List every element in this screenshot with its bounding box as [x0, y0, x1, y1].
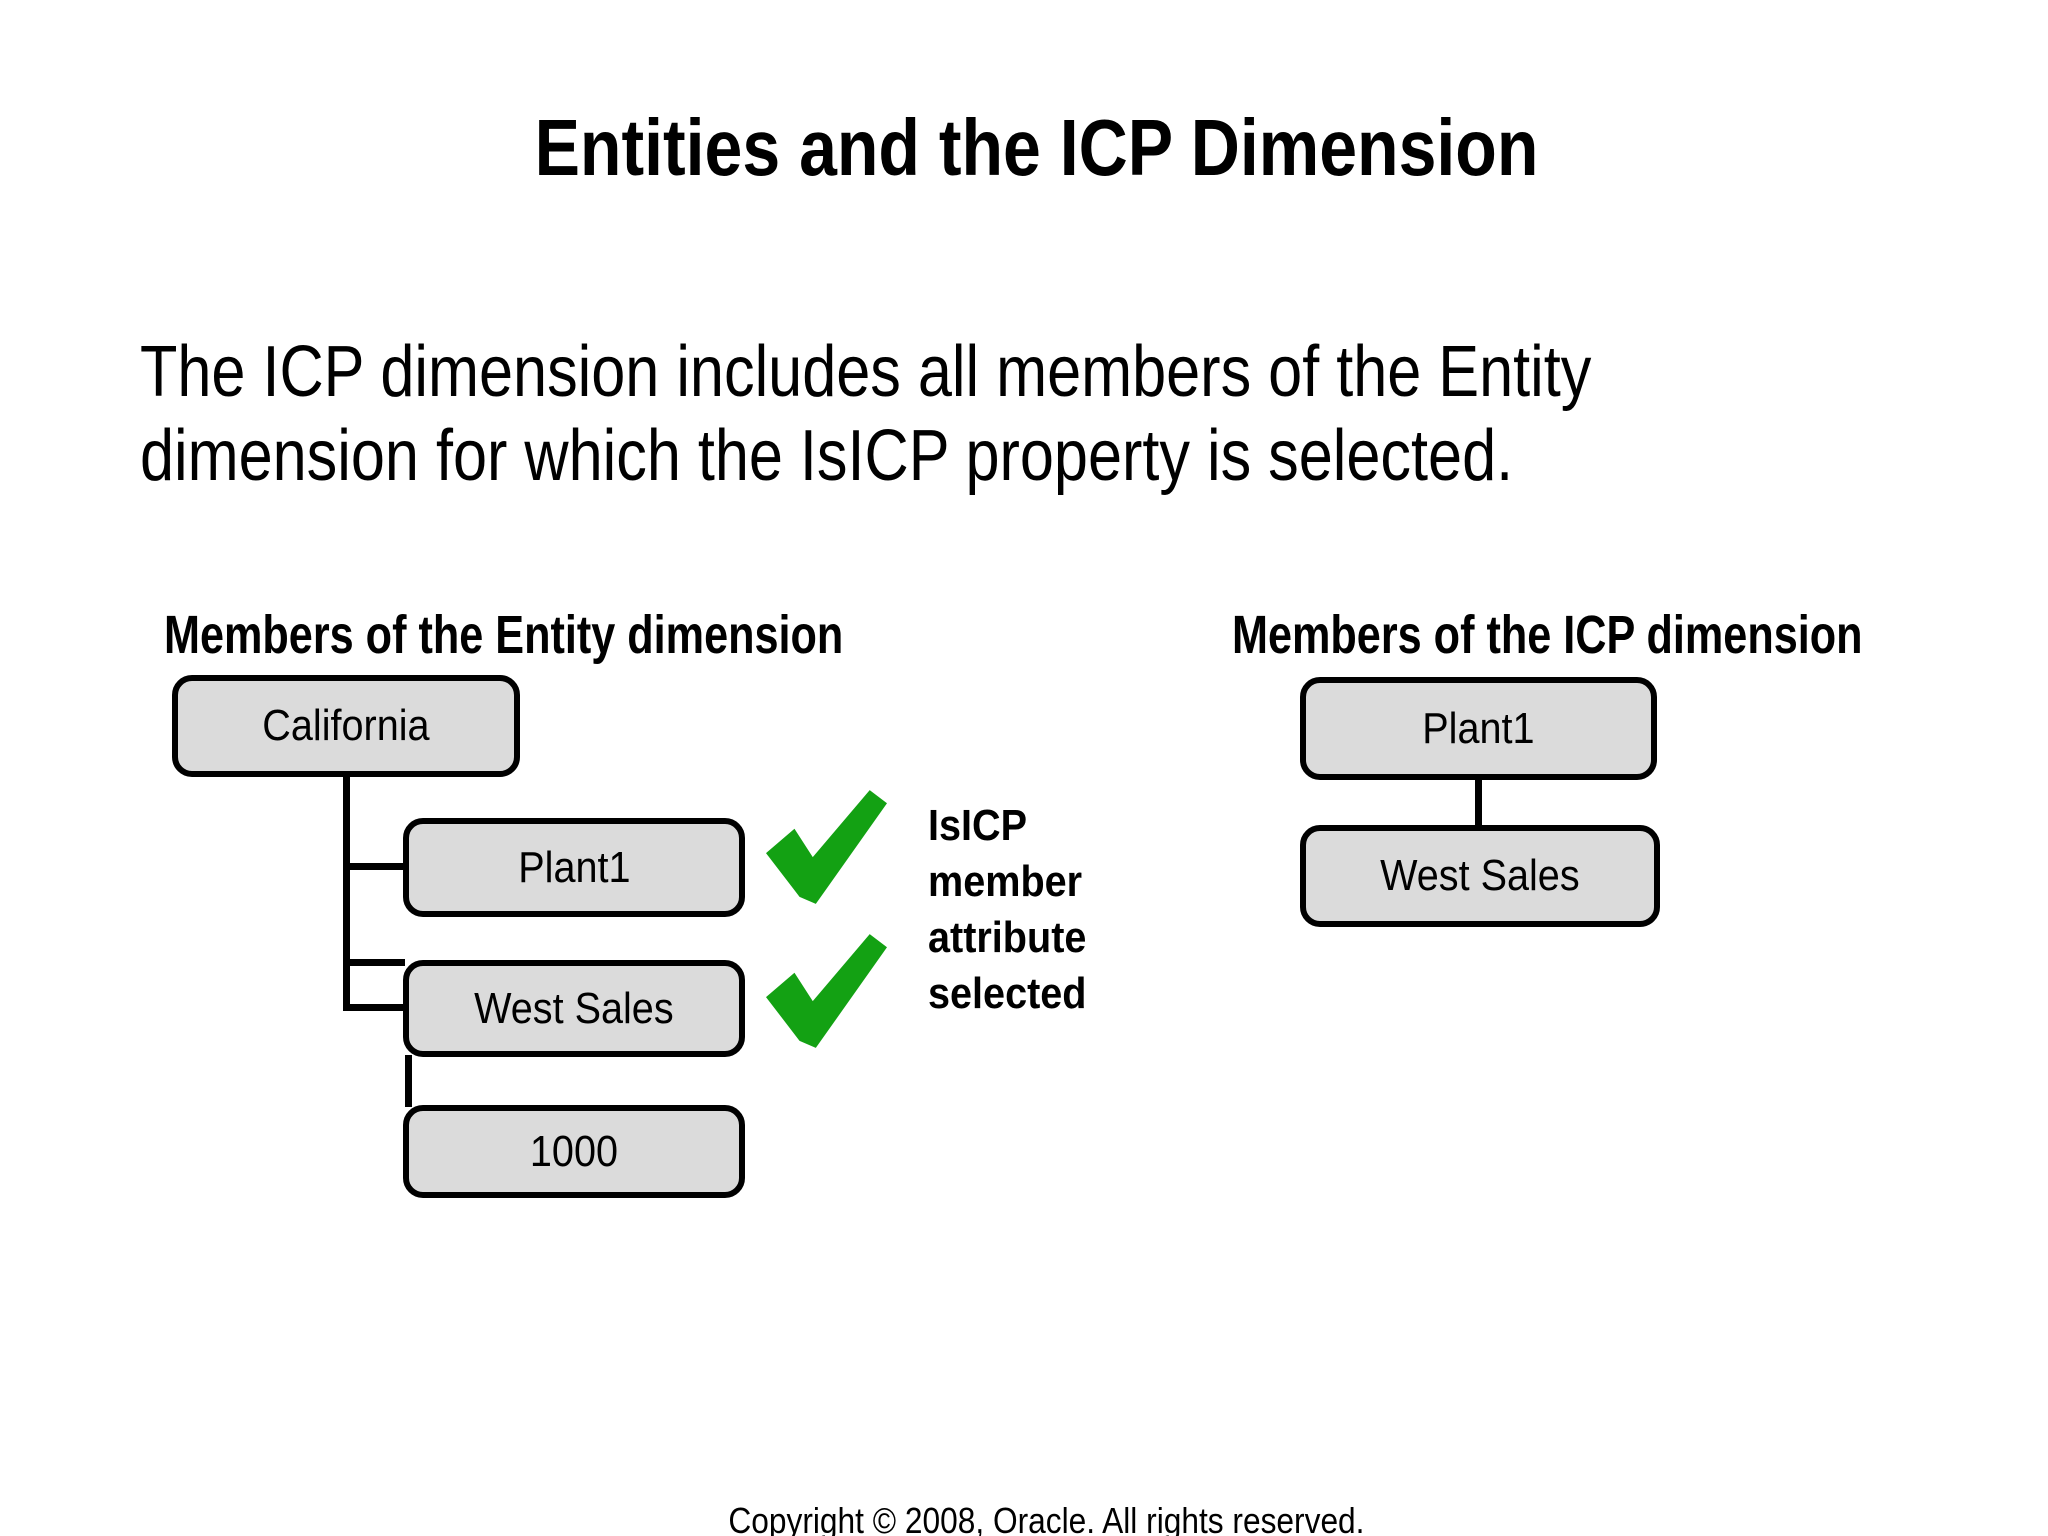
- isicp-annotation-label: IsICP member attribute selected: [928, 801, 1087, 1018]
- entity-node-california: California: [172, 675, 520, 777]
- page-title: Entities and the ICP Dimension: [0, 102, 2048, 194]
- checkmark-shape: [766, 790, 887, 904]
- connector-line-1000: [405, 1055, 412, 1107]
- branch-line-west-sales-upper: [346, 959, 405, 966]
- icp-node-plant1: Plant1: [1300, 677, 1657, 780]
- entity-node-west-sales: West Sales: [403, 960, 745, 1057]
- icp-diagram-heading: Members of the ICP dimension: [1232, 605, 1863, 665]
- entity-tree-trunk-line: [343, 774, 350, 1011]
- page-title-text: Entities and the ICP Dimension: [534, 103, 1538, 192]
- checkmark-icon: [766, 934, 887, 1048]
- body-line-1: The ICP dimension includes all members o…: [140, 332, 1592, 412]
- body-paragraph: The ICP dimension includes all members o…: [140, 330, 1847, 498]
- connector-line-icp: [1475, 778, 1482, 827]
- entity-node-1000: 1000: [403, 1105, 745, 1198]
- footer-copyright: Copyright © 2008, Oracle. All rights res…: [727, 1500, 1365, 1536]
- branch-line-west-sales: [346, 1004, 405, 1011]
- branch-line-plant1: [346, 863, 405, 870]
- body-line-2: dimension for which the IsICP property i…: [140, 416, 1514, 496]
- entity-node-plant1: Plant1: [403, 818, 745, 917]
- entity-diagram-heading: Members of the Entity dimension: [164, 605, 844, 665]
- icp-node-west-sales: West Sales: [1300, 825, 1660, 927]
- checkmark-shape: [766, 934, 887, 1048]
- checkmark-icon: [766, 790, 887, 904]
